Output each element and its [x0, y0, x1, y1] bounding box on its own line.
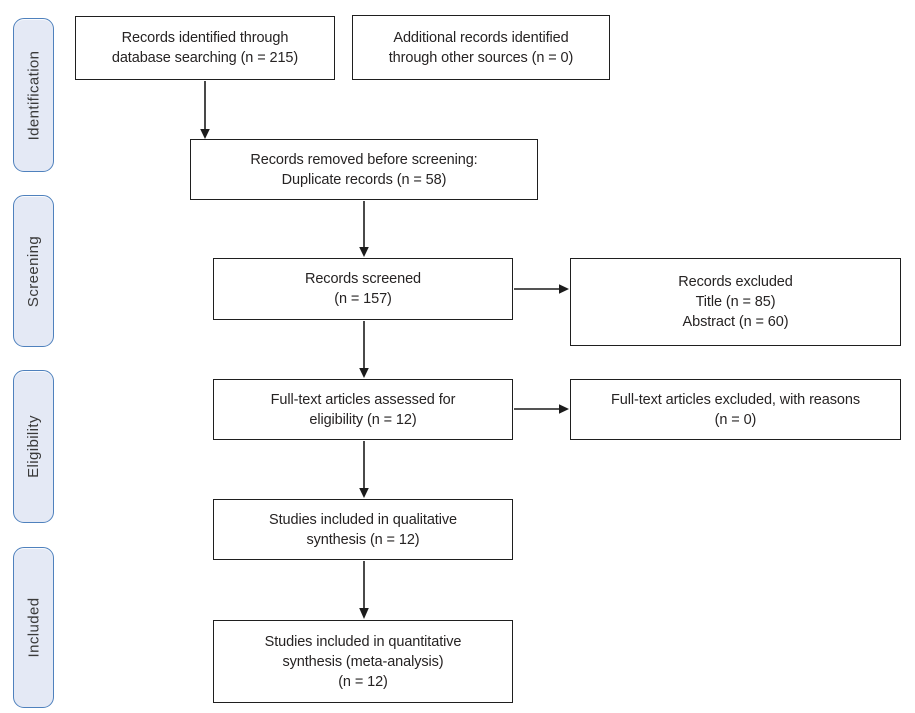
box-records-identified-label: Records identified through database sear… — [111, 30, 299, 66]
arrow-fulltext-to-qualitative — [359, 441, 369, 498]
stage-eligibility-label: Eligibility — [25, 415, 43, 478]
box-quantitative-synthesis-label: Studies included in quantitative synthes… — [264, 633, 462, 690]
box-qualitative-synthesis-label: Studies included in qualitative synthesi… — [269, 511, 457, 548]
arrow-screened-to-excluded — [514, 284, 569, 294]
box-records-removed: Records removed before screening: Duplic… — [190, 139, 538, 200]
arrow-identified-to-removed — [200, 81, 210, 139]
box-records-identified: Records identified through database sear… — [75, 16, 335, 80]
stage-included-label: Included — [25, 597, 43, 658]
box-records-excluded: Records excluded Title (n = 85) Abstract… — [570, 258, 901, 346]
arrow-fulltext-to-fulltext-excluded — [514, 404, 569, 414]
stage-identification-label: Identification — [25, 50, 43, 140]
box-fulltext-assessed: Full-text articles assessed for eligibil… — [213, 379, 513, 440]
arrow-qualitative-to-quantitative — [359, 561, 369, 619]
box-additional-records-label: Additional records identified through ot… — [388, 29, 574, 66]
box-quantitative-synthesis: Studies included in quantitative synthes… — [213, 620, 513, 703]
box-qualitative-synthesis: Studies included in qualitative synthesi… — [213, 499, 513, 560]
stage-included: Included — [13, 547, 54, 708]
arrow-screened-to-fulltext — [359, 321, 369, 378]
box-fulltext-excluded: Full-text articles excluded, with reason… — [570, 379, 901, 440]
box-records-screened-label: Records screened (n = 157) — [304, 271, 422, 307]
arrow-removed-to-screened — [359, 201, 369, 257]
stage-screening-label: Screening — [25, 235, 42, 307]
stage-eligibility: Eligibility — [13, 370, 54, 523]
box-records-excluded-label: Records excluded Title (n = 85) Abstract… — [678, 274, 793, 330]
box-additional-records: Additional records identified through ot… — [352, 15, 610, 80]
box-fulltext-assessed-label: Full-text articles assessed for eligibil… — [270, 391, 456, 428]
box-records-removed-label: Records removed before screening: Duplic… — [250, 151, 478, 188]
box-fulltext-excluded-label: Full-text articles excluded, with reason… — [611, 391, 860, 428]
stage-screening: Screening — [13, 195, 54, 347]
box-records-screened: Records screened (n = 157) — [213, 258, 513, 320]
stage-identification: Identification — [13, 18, 54, 172]
